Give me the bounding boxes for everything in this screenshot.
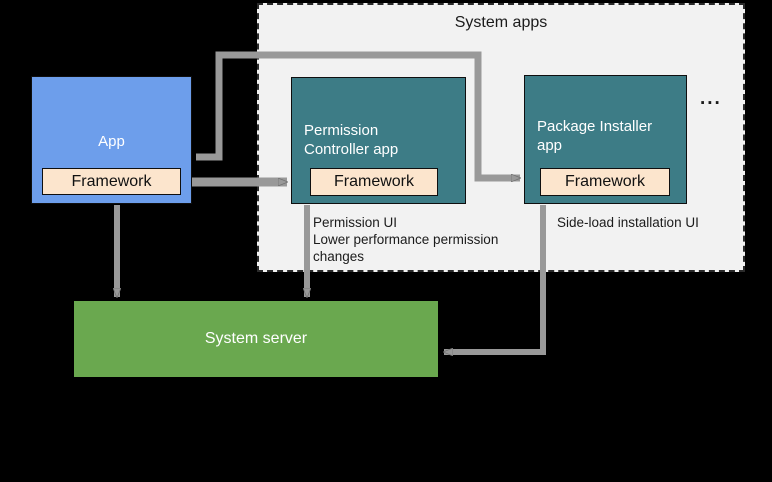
node-app-label: App bbox=[98, 133, 125, 150]
node-app-framework[interactable]: Framework bbox=[42, 168, 181, 195]
node-package-installer-framework[interactable]: Framework bbox=[540, 168, 670, 196]
node-system-server[interactable]: System server bbox=[74, 301, 438, 377]
caption-package-installer: Side-load installation UI bbox=[557, 215, 699, 230]
caption-permission-controller: Permission UI Lower performance permissi… bbox=[313, 215, 499, 264]
node-permission-controller-label: Permission Controller app bbox=[304, 122, 399, 158]
system-apps-group-label: System apps bbox=[454, 14, 548, 31]
node-permission-controller-framework[interactable]: Framework bbox=[310, 168, 438, 196]
node-package-installer-label: Package Installer app bbox=[537, 118, 653, 154]
more-apps-ellipsis: ... bbox=[700, 88, 722, 109]
